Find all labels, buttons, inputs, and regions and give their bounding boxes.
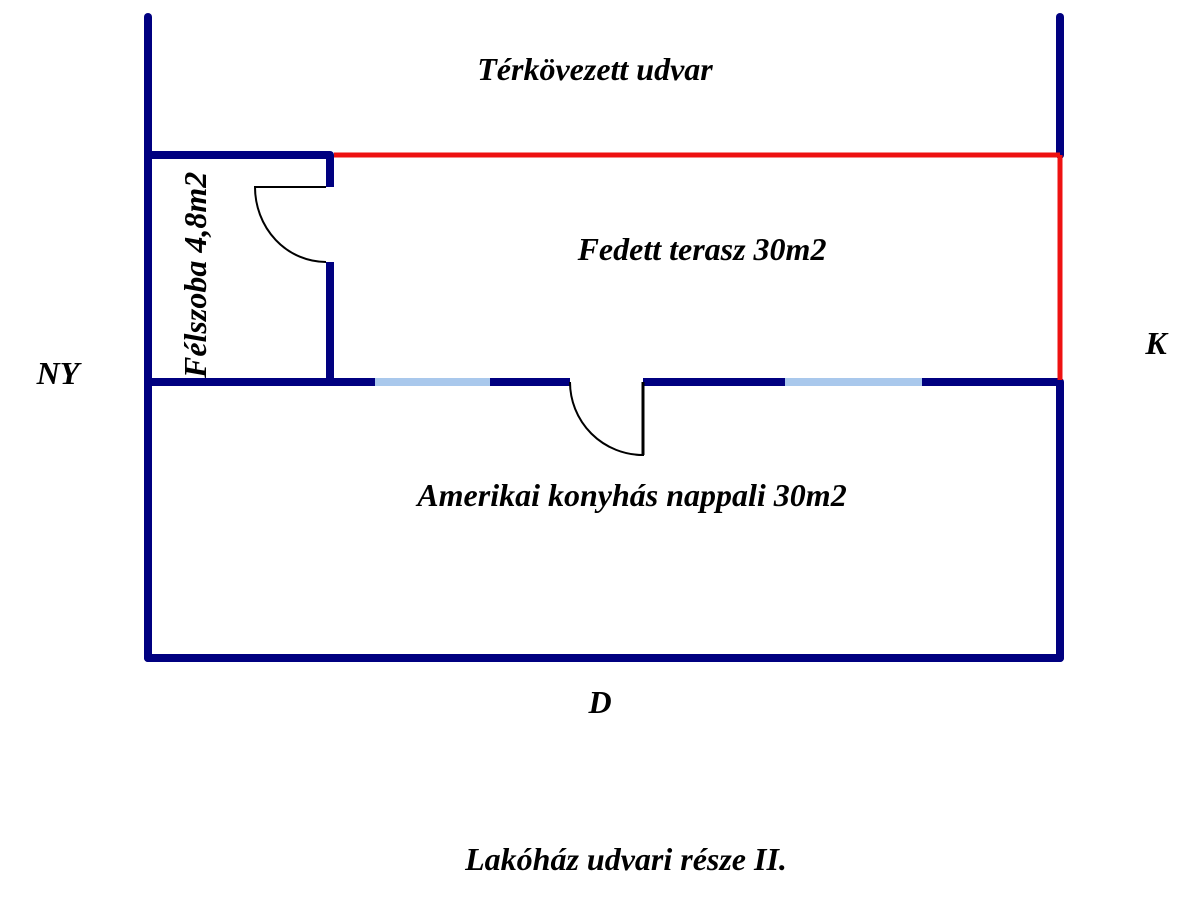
yard-label: Térkövezett udvar: [477, 51, 713, 87]
caption: Lakóház udvari része II.: [464, 841, 787, 877]
south-label: D: [587, 684, 611, 720]
living-door: [569, 381, 644, 457]
walls: [144, 13, 1064, 662]
small-room-label: Félszoba 4,8m2: [177, 172, 213, 379]
small-room-door: [253, 186, 327, 263]
open-terrace-edges: [334, 152, 1063, 380]
doors: [253, 186, 644, 457]
living-room-label: Amerikai konyhás nappali 30m2: [415, 477, 846, 513]
west-label: NY: [36, 355, 82, 391]
terrace-label: Fedett terasz 30m2: [577, 231, 827, 267]
east-label: K: [1144, 325, 1169, 361]
